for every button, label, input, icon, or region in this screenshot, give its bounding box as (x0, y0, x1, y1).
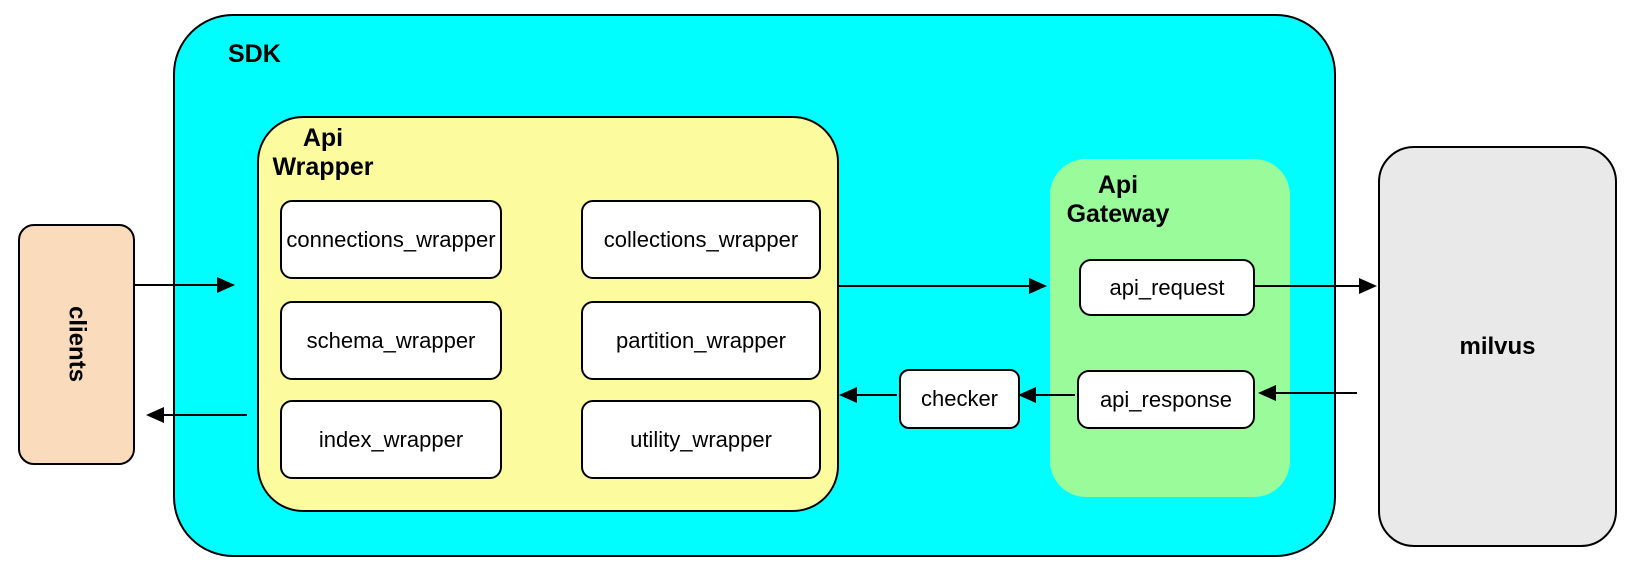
arrow-sdk-to-clients (146, 407, 247, 423)
milvus-node: milvus (1378, 146, 1617, 547)
sdk-container: SDK Api Wrapper connections_wrapper coll… (173, 14, 1336, 557)
clients-label: clients (63, 306, 91, 383)
schema-wrapper-node: schema_wrapper (280, 301, 502, 380)
api-response-node: api_response (1077, 370, 1255, 429)
connections-wrapper-node: connections_wrapper (280, 200, 502, 279)
arrow-clients-to-sdk (135, 277, 235, 293)
index-wrapper-node: index_wrapper (280, 400, 502, 479)
api-request-node: api_request (1079, 259, 1255, 316)
arrow-response-to-checker (1018, 387, 1075, 403)
milvus-label: milvus (1459, 332, 1536, 360)
checker-node: checker (899, 369, 1020, 429)
api-gateway-container: Api Gateway api_request api_response (1050, 159, 1290, 497)
api-wrapper-label: Api Wrapper (272, 124, 374, 181)
clients-node: clients (18, 224, 135, 465)
partition-wrapper-node: partition_wrapper (581, 301, 821, 380)
api-wrapper-container: Api Wrapper connections_wrapper collecti… (257, 116, 839, 512)
utility-wrapper-node: utility_wrapper (581, 400, 821, 479)
sdk-label: SDK (228, 40, 281, 68)
arrow-wrapper-to-gateway (837, 278, 1047, 294)
arrow-request-to-milvus (1253, 278, 1377, 294)
api-gateway-label: Api Gateway (1066, 171, 1170, 228)
arrow-milvus-to-response (1258, 385, 1357, 401)
arrow-checker-to-wrapper (839, 387, 897, 403)
collections-wrapper-node: collections_wrapper (581, 200, 821, 279)
